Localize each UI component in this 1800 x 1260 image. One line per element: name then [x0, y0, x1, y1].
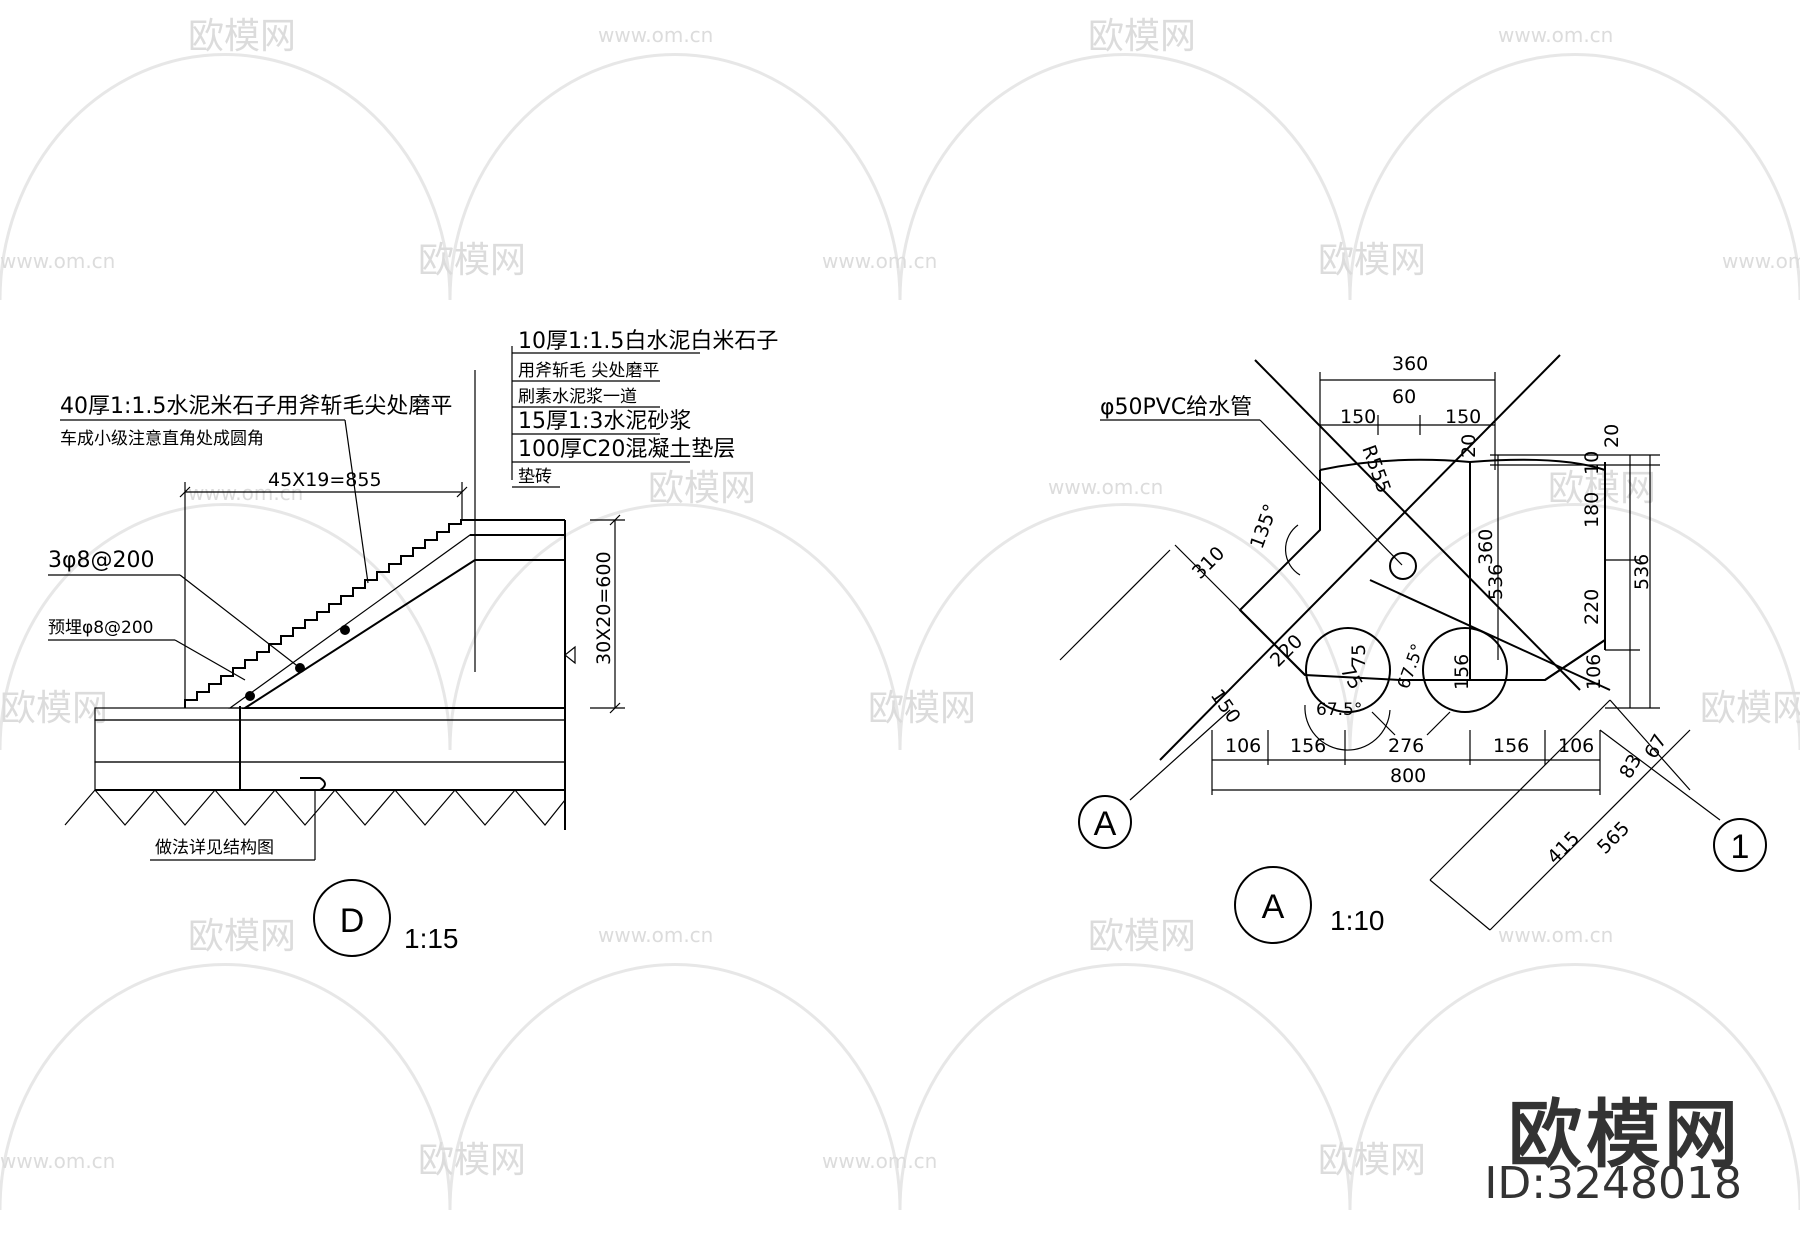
watermark-logo: 欧模网 [418, 1140, 526, 1181]
embedded-rebar [239, 706, 326, 791]
dim-220-d: 220 [1266, 630, 1307, 671]
axis-a-label: A [1094, 805, 1117, 843]
dim-180: 180 [1581, 492, 1603, 528]
dim-360-top: 360 [1392, 353, 1428, 375]
watermark-pattern [0, 53, 1800, 1211]
dim-150-left: 150 [1340, 406, 1376, 428]
watermark-logo: 欧模网 [1318, 240, 1426, 281]
watermark-logo: 欧模网 [1548, 468, 1656, 509]
dim-536-a: 536 [1485, 564, 1507, 600]
dim-75-b: 75 [1348, 644, 1370, 668]
dim-20-a: 20 [1458, 434, 1480, 458]
dim-156-right: 156 [1493, 735, 1529, 757]
dim-60: 60 [1392, 386, 1416, 408]
watermark-url: www.om.cn [1048, 475, 1163, 499]
dim-156-left: 156 [1290, 735, 1326, 757]
dim-135: 135° [1246, 501, 1282, 552]
watermark-url: www.om.cn [1722, 249, 1800, 273]
watermark-url: www.om.cn [598, 923, 713, 947]
detail-label: D [340, 902, 365, 940]
layer-note-6: 垫砖 [518, 467, 552, 487]
watermark-url: www.om.cn [0, 249, 115, 273]
detail-label-bubble [313, 879, 391, 957]
watermark-url: www.om.cn [0, 1149, 115, 1173]
detail-label: A [1262, 888, 1285, 926]
inner-circle-left [1305, 627, 1391, 713]
detail-scale: 1:10 [1330, 905, 1385, 936]
axis-1-label: 1 [1731, 828, 1750, 866]
steps-dimension: 45X19=855 [268, 469, 382, 491]
pipe-label: φ50PVC给水管 [1100, 395, 1252, 420]
detail-label-bubble [1234, 866, 1312, 944]
dim-276: 276 [1388, 735, 1424, 757]
dim-67: 67 [1640, 731, 1671, 763]
watermark-logo: 欧模网 [1700, 688, 1800, 729]
watermark-logo: 欧模网 [188, 916, 296, 957]
dim-150-right: 150 [1445, 406, 1481, 428]
earth-symbol [64, 789, 566, 826]
rebar-note-2: 预埋φ8@200 [48, 618, 153, 638]
detail-d: 45X19=855 30X20=600 40厚1:1.5水泥米石子用斧斩毛尖处磨… [48, 329, 778, 957]
dim-67-5-a: 67.5° [1316, 700, 1362, 720]
dim-106-left: 106 [1225, 735, 1261, 757]
detail-a: φ50PVC给水管 360 60 150 150 R555 20 [1059, 353, 1767, 944]
axis-a-bubble [1078, 795, 1132, 849]
hatched-slab [94, 719, 566, 763]
watermark-logo: 欧模网 [188, 16, 296, 57]
watermark-logo: 欧模网 [1088, 16, 1196, 57]
watermark-logos: 欧模网 www.om.cn 欧模网 www.om.cn www.om.cn 欧模… [0, 16, 1800, 1181]
layer-note-2: 用斧斩毛 尖处磨平 [518, 361, 659, 381]
watermark-url: www.om.cn [822, 1149, 937, 1173]
dim-106-v: 106 [1583, 654, 1605, 690]
watermark-url: www.om.cn [598, 23, 713, 47]
left-note-1: 40厚1:1.5水泥米石子用斧斩毛尖处磨平 [60, 394, 452, 419]
watermark-logo: 欧模网 [1088, 916, 1196, 957]
dim-220-v: 220 [1581, 589, 1603, 625]
watermark-url: www.om.cn [822, 249, 937, 273]
watermark-url: www.om.cn [1498, 23, 1613, 47]
layer-note-3: 刷素水泥浆一道 [518, 387, 637, 407]
watermark-logo: 欧模网 [0, 688, 108, 729]
watermark-url: www.om.cn [1498, 923, 1613, 947]
watermark-logo: 欧模网 [1318, 1140, 1426, 1181]
layer-note-5: 100厚C20混凝土垫层 [518, 437, 735, 462]
mortar-layer [94, 707, 566, 721]
dim-20-b: 20 [1601, 424, 1623, 448]
structure-note: 做法详见结构图 [155, 838, 274, 858]
stepped-surface [184, 519, 470, 708]
dim-106-right: 106 [1558, 735, 1594, 757]
dim-156-c: 156 [1451, 654, 1473, 690]
rebar-note-1: 3φ8@200 [48, 548, 155, 573]
watermark-logo: 欧模网 [648, 468, 756, 509]
dim-10: 10 [1581, 451, 1603, 475]
inner-circle-right [1422, 627, 1508, 713]
dim-536-b: 536 [1631, 554, 1653, 590]
dim-800: 800 [1390, 765, 1426, 787]
watermark-url: www.om.cn [188, 481, 303, 505]
brand-id: ID:3248018 [1484, 1158, 1742, 1209]
brand-logo: 欧模网 [1508, 1092, 1742, 1178]
dim-565: 565 [1593, 817, 1634, 858]
dim-415: 415 [1543, 827, 1584, 868]
pipe-circle [1389, 552, 1417, 580]
watermark-logo: 欧模网 [868, 688, 976, 729]
concrete-layer [94, 761, 566, 791]
height-dimension: 30X20=600 [593, 551, 615, 665]
layer-note-4: 15厚1:3水泥砂浆 [518, 409, 691, 434]
watermark-logo: 欧模网 [418, 240, 526, 281]
left-note-2: 车成小级注意直角处成圆角 [60, 429, 264, 449]
dim-360-v: 360 [1475, 529, 1497, 565]
detail-scale: 1:15 [404, 923, 459, 954]
layer-note-1: 10厚1:1.5白水泥白米石子 [518, 329, 778, 354]
axis-1-bubble [1713, 818, 1767, 872]
dim-310: 310 [1188, 542, 1229, 583]
